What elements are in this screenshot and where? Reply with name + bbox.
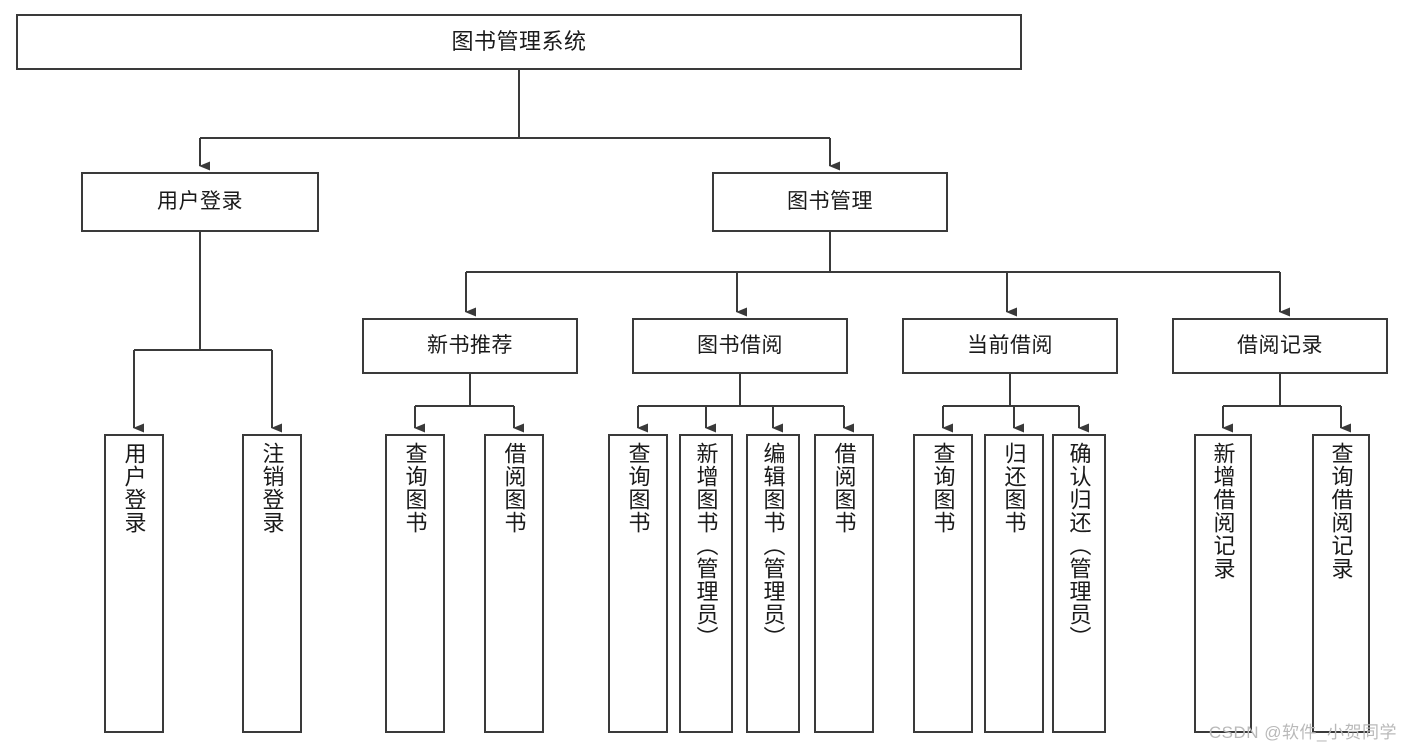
node-leaf-add-book-admin[interactable]: 新增图书（管理员）: [679, 434, 733, 733]
node-leaf-query-book-current[interactable]: 查询图书: [913, 434, 973, 733]
node-label: 查询图书: [402, 442, 428, 534]
node-label: 图书管理系统: [451, 29, 587, 55]
node-label: 图书借阅: [697, 333, 783, 357]
node-current-borrow[interactable]: 当前借阅: [902, 318, 1118, 374]
node-label: 借阅记录: [1237, 333, 1323, 357]
node-root-system[interactable]: 图书管理系统: [16, 14, 1022, 70]
node-label: 新增图书（管理员）: [693, 442, 719, 649]
node-leaf-query-book-borrow[interactable]: 查询图书: [608, 434, 668, 733]
node-leaf-borrow-book-recommend[interactable]: 借阅图书: [484, 434, 544, 733]
node-label: 借阅图书: [831, 442, 857, 534]
node-leaf-user-login[interactable]: 用户登录: [104, 434, 164, 733]
node-leaf-query-borrow-record[interactable]: 查询借阅记录: [1312, 434, 1370, 733]
node-leaf-confirm-return-admin[interactable]: 确认归还（管理员）: [1052, 434, 1106, 733]
node-label: 当前借阅: [967, 333, 1053, 357]
node-new-book-recommend[interactable]: 新书推荐: [362, 318, 578, 374]
node-label: 借阅图书: [501, 442, 527, 534]
watermark-text: CSDN @软件_小贺同学: [1208, 723, 1397, 742]
node-borrow-record[interactable]: 借阅记录: [1172, 318, 1388, 374]
node-label: 查询图书: [930, 442, 956, 534]
node-leaf-return-book[interactable]: 归还图书: [984, 434, 1044, 733]
node-user-login[interactable]: 用户登录: [81, 172, 319, 232]
node-label: 图书管理: [787, 189, 873, 213]
node-leaf-add-borrow-record[interactable]: 新增借阅记录: [1194, 434, 1252, 733]
node-label: 用户登录: [157, 189, 243, 213]
node-leaf-borrow-book-borrow[interactable]: 借阅图书: [814, 434, 874, 733]
node-label: 查询图书: [625, 442, 651, 534]
node-book-borrow[interactable]: 图书借阅: [632, 318, 848, 374]
node-label: 新增借阅记录: [1210, 442, 1236, 580]
node-leaf-query-book-recommend[interactable]: 查询图书: [385, 434, 445, 733]
node-label: 用户登录: [121, 442, 147, 534]
node-leaf-logout-login[interactable]: 注销登录: [242, 434, 302, 733]
node-label: 编辑图书（管理员）: [760, 442, 786, 649]
node-book-manage[interactable]: 图书管理: [712, 172, 948, 232]
node-label: 确认归还（管理员）: [1066, 442, 1092, 649]
node-label: 注销登录: [259, 442, 285, 534]
node-leaf-edit-book-admin[interactable]: 编辑图书（管理员）: [746, 434, 800, 733]
node-label: 新书推荐: [427, 333, 513, 357]
node-label: 归还图书: [1001, 442, 1027, 534]
node-label: 查询借阅记录: [1328, 442, 1354, 580]
